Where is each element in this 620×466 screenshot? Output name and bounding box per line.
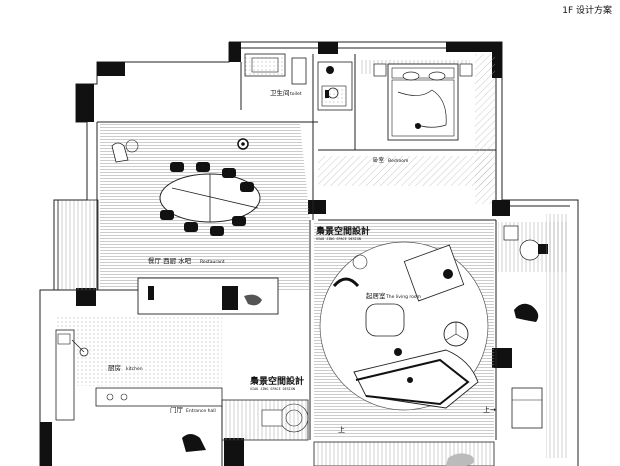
living-label-cn: 起居室: [366, 291, 386, 300]
kitchen-label-en: kitchen: [126, 366, 143, 372]
brand-subtitle-top: XIAO JING SPACE DESIGN: [316, 237, 361, 241]
brand-subtitle-bottom: XIAO JING SPACE DESIGN: [250, 387, 295, 391]
bedroom-label-en: Bedroom: [388, 158, 408, 164]
toilet-area: [244, 53, 353, 111]
toilet-label-cn: 卫生间: [270, 88, 290, 97]
living-area: [314, 222, 494, 438]
entrance-label-cn: 门厅: [170, 405, 184, 414]
restaurant-label-en: Restaurant: [200, 259, 225, 265]
stair-up-right-label: 上→: [483, 405, 496, 414]
restaurant-label-cn: 餐厅 西厨 水吧: [148, 256, 192, 265]
right-wing: [498, 214, 568, 458]
entrance-area: [182, 399, 309, 452]
kitchen-label-cn: 厨房: [108, 363, 121, 372]
living-label-en: The living room: [385, 294, 421, 300]
plan-title: 1F 设计方案: [562, 4, 612, 16]
dining-area: [57, 124, 310, 315]
stair-up-bottom-label: 上: [338, 425, 345, 434]
stair: [313, 441, 495, 466]
toilet-label-en: toilet: [290, 91, 302, 97]
brand-logo-bottom: 梟景空間設計: [249, 375, 304, 387]
brand-logo-top: 梟景空間設計: [315, 225, 370, 237]
bedroom-label-cn: 卧室: [373, 156, 385, 164]
bedroom-area: [318, 54, 495, 204]
entrance-label-en: Entrance hall: [186, 408, 216, 414]
kitchen-area: [55, 316, 223, 421]
